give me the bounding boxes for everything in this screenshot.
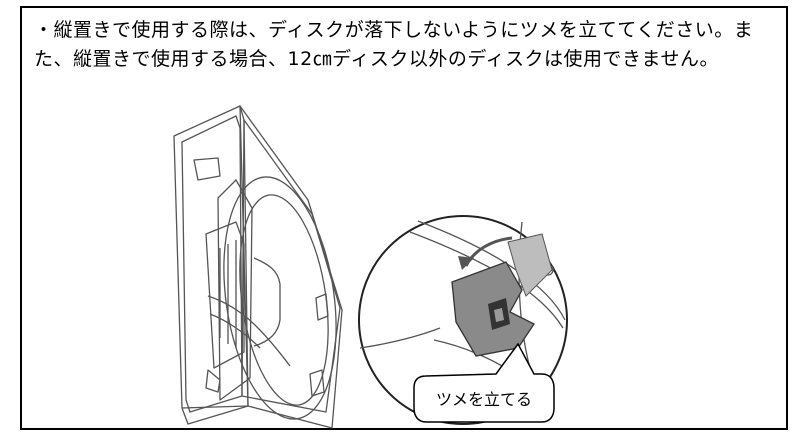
- bullet-mark: ・: [34, 19, 54, 41]
- illustration: ツメを立てる: [173, 105, 568, 429]
- callout-bubble: ツメを立てる: [413, 342, 555, 423]
- instruction-text: 縦置きで使用する際は、ディスクが落下しないようにツメを立ててください。また、縦置…: [34, 19, 754, 70]
- instruction-note: ・縦置きで使用する際は、ディスクが落下しないようにツメを立ててください。また、縦…: [34, 16, 774, 74]
- callout-label: ツメを立てる: [436, 390, 532, 409]
- notice-box: ・縦置きで使用する際は、ディスクが落下しないようにツメを立ててください。また、縦…: [20, 6, 788, 430]
- disc-tray-drawing: [173, 105, 343, 429]
